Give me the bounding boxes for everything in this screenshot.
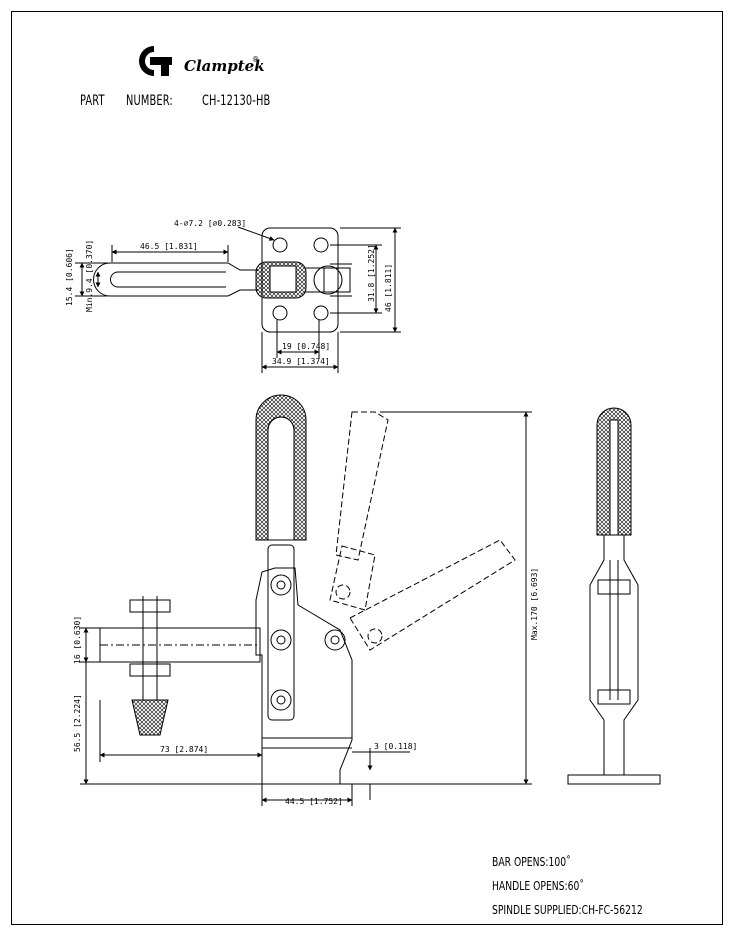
- handle-link: [267, 544, 295, 721]
- dim-15-4: 15.4 [0.606]: [65, 248, 74, 306]
- handle-opens-note: HANDLE OPENS:60˚: [492, 878, 584, 893]
- spec-notes: BAR OPENS:100˚ HANDLE OPENS:60˚ SPINDLE …: [492, 850, 643, 922]
- mount-hole: [272, 305, 288, 321]
- dim-3: 3 [0.118]: [374, 742, 417, 751]
- mount-hole: [313, 237, 329, 253]
- dim-holes: 4-⌀7.2 [⌀0.283]: [174, 219, 246, 228]
- spindle-nut: [129, 599, 171, 613]
- top-view: [75, 226, 401, 373]
- dim-16: 16 [0.630]: [73, 616, 82, 664]
- dim-56-5: 56.5 [2.224]: [73, 694, 82, 752]
- dim-max-170: Max.170 [6.693]: [530, 568, 539, 640]
- dim-min-9-4: Min.9.4 [0.370]: [85, 240, 94, 312]
- registered-mark: ®: [252, 55, 260, 64]
- top-view-labels: 4-⌀7.2 [⌀0.283] 46.5 [1.831] 15.4 [0.606…: [65, 219, 393, 366]
- dim-34-9: 34.9 [1.374]: [272, 357, 330, 366]
- front-view-labels: Max.170 [6.693] 16 [0.630] 56.5 [2.224] …: [73, 568, 539, 806]
- mount-hole: [313, 305, 329, 321]
- spindle-nut: [129, 663, 171, 677]
- mount-hole: [272, 237, 288, 253]
- clamp-body: [255, 567, 353, 785]
- number-label: NUMBER:: [126, 93, 173, 109]
- part-number-value: CH-12130-HB: [202, 93, 271, 109]
- drawing-frame: [11, 11, 723, 925]
- open-position: [329, 411, 516, 651]
- dim-handle-length: 46.5 [1.831]: [140, 242, 198, 251]
- dim-46: 46 [1.811]: [384, 264, 393, 312]
- dim-31-8: 31.8 [1.252]: [367, 244, 376, 302]
- part-label: PART: [80, 93, 105, 109]
- spindle-tip: [131, 699, 169, 736]
- spindle-note: SPINDLE SUPPLIED:CH-FC-56212: [492, 902, 643, 917]
- dim-73: 73 [2.874]: [160, 745, 208, 754]
- clamptek-logo-icon: [139, 46, 172, 76]
- bar-opens-note: BAR OPENS:100˚: [492, 854, 571, 869]
- dim-44-5: 44.5 [1.752]: [285, 797, 343, 806]
- front-view: [80, 394, 532, 806]
- side-view: [567, 407, 661, 785]
- brand-name: Clamptek: [184, 57, 265, 75]
- dim-19: 19 [0.748]: [282, 342, 330, 351]
- handle-outline: [110, 262, 258, 297]
- side-base: [567, 774, 661, 785]
